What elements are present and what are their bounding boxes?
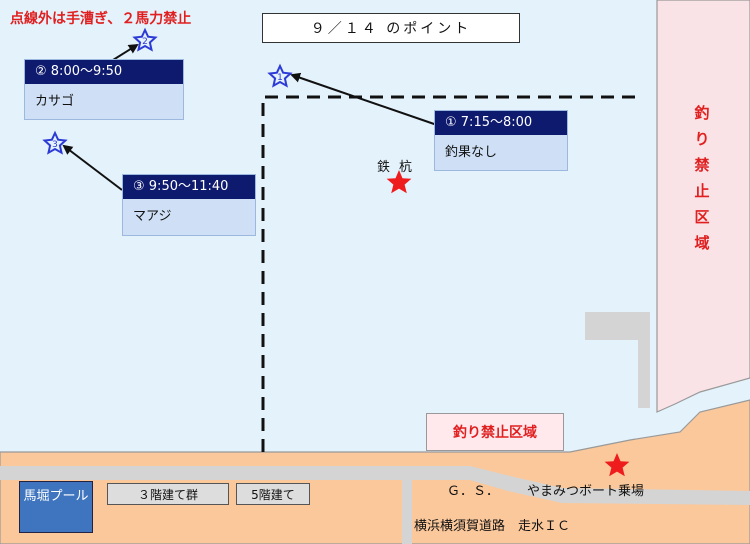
iron-pile-star-icon bbox=[386, 170, 412, 194]
pool-building: 馬堀プール bbox=[19, 481, 93, 533]
callout-point-2-time: ② 8:00～9:50 bbox=[25, 60, 183, 84]
arrow-point-1 bbox=[290, 72, 438, 126]
boat-dock-star-icon bbox=[604, 453, 630, 477]
callout-point-3-catch: マアジ bbox=[133, 209, 172, 224]
gas-station-label: Ｇ．Ｓ． bbox=[447, 484, 500, 499]
no-fishing-zone-label-vertical: 釣り禁止区域 bbox=[694, 104, 710, 252]
building-3f-group: ３階建て群 bbox=[107, 483, 229, 505]
callout-point-2: ② 8:00～9:50 カサゴ bbox=[24, 59, 184, 120]
point-2-star-icon: 2 bbox=[132, 27, 158, 52]
arrow-point-2 bbox=[112, 43, 139, 61]
building-5f: 5階建て bbox=[236, 483, 310, 505]
callout-point-1: ① 7:15～8:00 釣果なし bbox=[434, 110, 568, 171]
side-road bbox=[402, 476, 412, 544]
point-3-number: 3 bbox=[52, 140, 58, 150]
callout-point-3: ③ 9:50～11:40 マアジ bbox=[122, 174, 256, 236]
callout-point-1-time: ① 7:15～8:00 bbox=[435, 111, 567, 135]
highway-label: 横浜横須賀道路 走水ＩＣ bbox=[414, 519, 571, 534]
arrow-point-3 bbox=[62, 144, 123, 191]
callout-point-1-catch: 釣果なし bbox=[445, 145, 498, 160]
point-3-star-icon: 3 bbox=[42, 130, 68, 155]
breakwater bbox=[585, 312, 650, 408]
map-title: ９／１４ のポイント bbox=[262, 13, 520, 43]
boat-dock-label: やまみつボート乗場 bbox=[527, 484, 645, 499]
point-2-number: 2 bbox=[142, 37, 148, 47]
callout-point-2-catch: カサゴ bbox=[35, 94, 75, 109]
point-1-number: 1 bbox=[277, 73, 283, 83]
point-1-star-icon: 1 bbox=[267, 63, 293, 88]
warning-text: 点線外は手漕ぎ、２馬力禁止 bbox=[10, 11, 192, 27]
callout-point-3-time: ③ 9:50～11:40 bbox=[123, 175, 255, 199]
iron-pile-label: 鉄杭 bbox=[377, 160, 422, 175]
no-fishing-zone-box: 釣り禁止区域 bbox=[426, 413, 564, 451]
no-fishing-zone bbox=[656, 0, 750, 413]
main-road bbox=[0, 466, 750, 505]
